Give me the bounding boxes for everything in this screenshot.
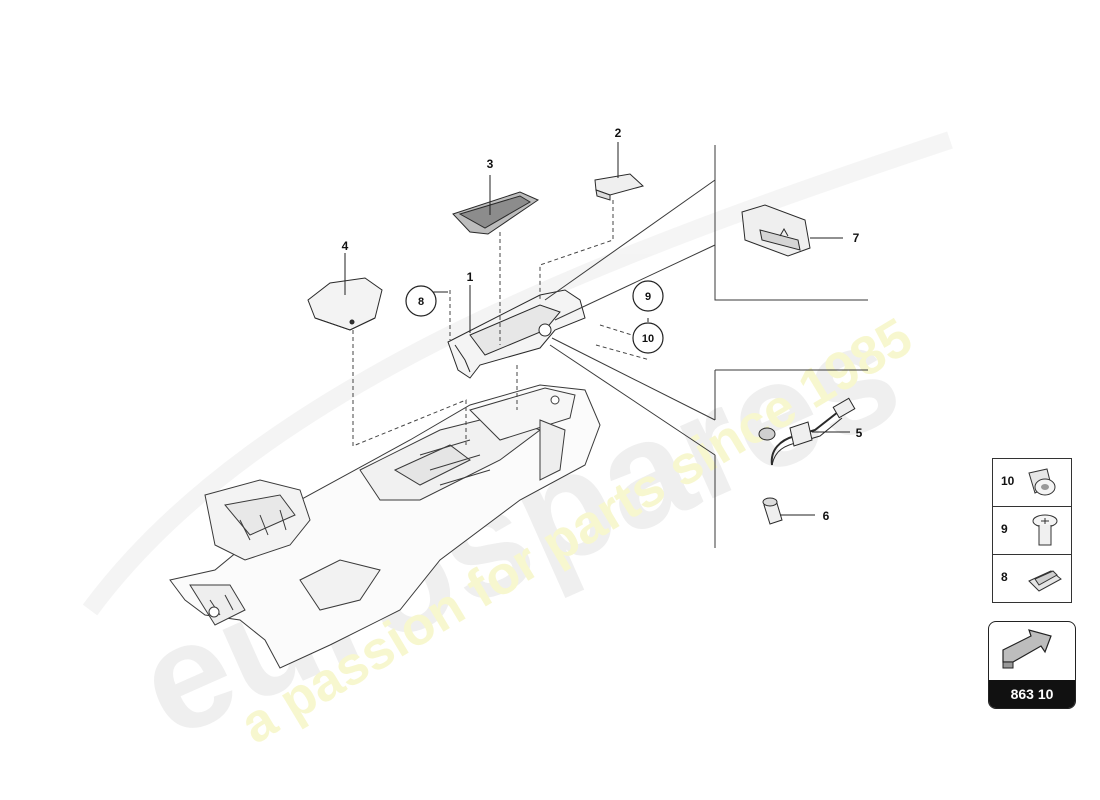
switch-unit-part (741, 204, 811, 257)
assembly-dashed-lines (352, 200, 651, 447)
callout-8-label: 8 (418, 296, 424, 308)
wiring-harness-part (758, 397, 856, 466)
callout-7: 7 (853, 231, 860, 245)
diagram-code-badge: 863 10 (988, 621, 1076, 709)
socket-part (762, 497, 783, 525)
legend-number: 8 (1001, 570, 1008, 584)
leader-lines (344, 142, 850, 516)
legend-row-8: 8 (993, 555, 1071, 602)
legend-row-10: 10 (993, 459, 1071, 507)
screw-icon (1032, 514, 1058, 546)
storage-tray-part (447, 289, 586, 379)
center-console-assembly (169, 384, 601, 669)
callout-5: 5 (856, 426, 863, 440)
callout-10-label: 10 (642, 333, 654, 345)
reference-lines (544, 145, 868, 548)
callout-2: 2 (615, 126, 622, 140)
lid-cover-part (307, 277, 383, 331)
legend-number: 10 (1001, 474, 1015, 488)
legend-number: 9 (1001, 522, 1008, 536)
diagram-code-label: 863 10 (989, 680, 1075, 708)
circle-callout-8: 8 (405, 285, 437, 317)
watermark-swoosh (82, 131, 953, 616)
fastener-legend: 10 9 8 (992, 458, 1072, 603)
callout-4: 4 (342, 239, 349, 253)
clip-nut-icon (1028, 468, 1056, 496)
rubber-mat-part (452, 191, 540, 235)
direction-arrow-icon (1002, 629, 1052, 669)
legend-row-9: 9 (993, 507, 1071, 555)
callout-3: 3 (487, 157, 494, 171)
callout-9-label: 9 (645, 291, 651, 303)
circle-callout-9: 9 (632, 280, 664, 312)
callout-1: 1 (467, 270, 474, 284)
small-insert-part (594, 173, 645, 201)
spring-clip-icon (1028, 570, 1062, 592)
circle-callout-10: 10 (632, 322, 664, 354)
callout-6: 6 (823, 509, 830, 523)
